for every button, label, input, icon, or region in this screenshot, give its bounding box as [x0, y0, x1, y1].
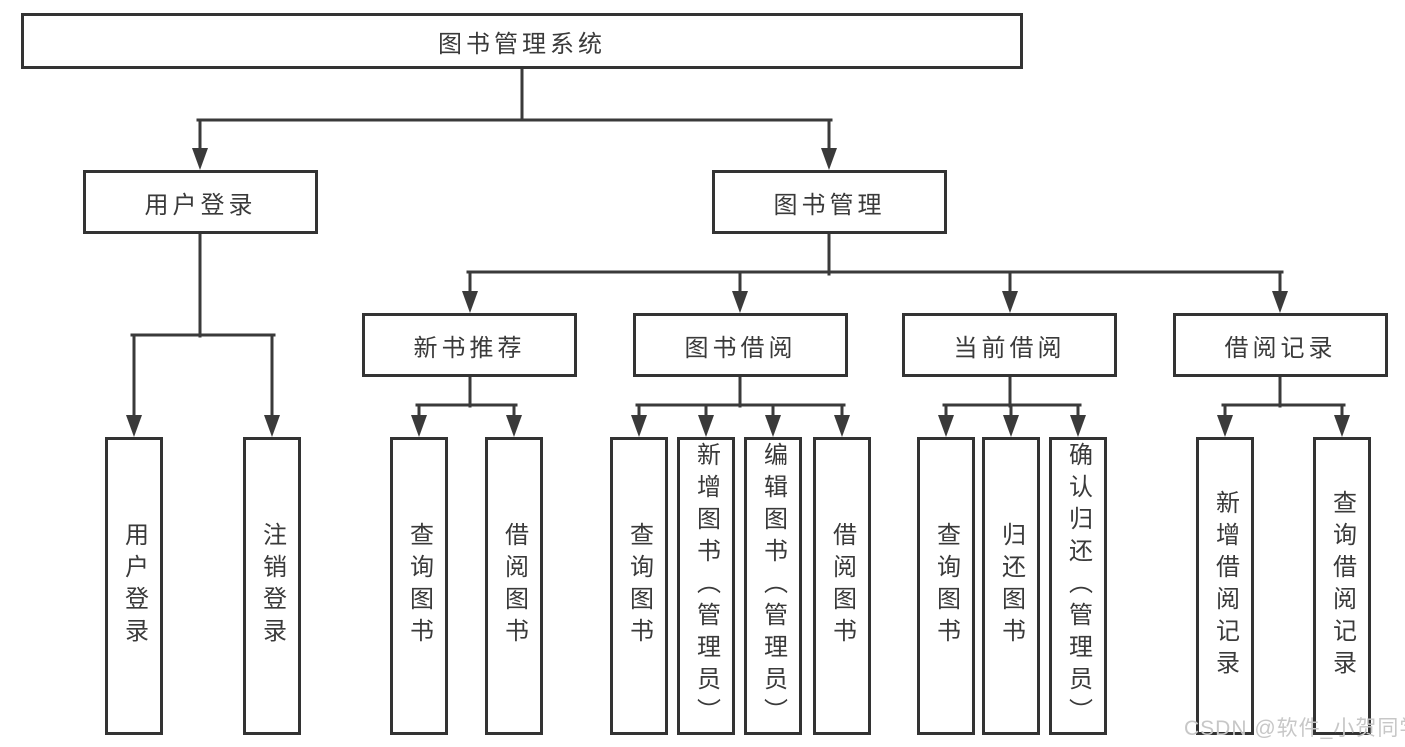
arrowhead [506, 415, 522, 437]
arrowhead [1002, 291, 1018, 313]
leaf-query-books-recommend: 查询图书 [390, 437, 448, 735]
arrowhead [938, 415, 954, 437]
leaf-query-borrow-record: 查询借阅记录 [1313, 437, 1371, 735]
node-user-login: 用户登录 [83, 170, 318, 234]
leaf-confirm-return-admin: 确认归还（管理员） [1049, 437, 1107, 735]
arrowhead [192, 148, 208, 170]
leaf-logout: 注销登录 [243, 437, 301, 735]
node-book-borrowing: 图书借阅 [633, 313, 848, 377]
arrowhead [821, 148, 837, 170]
arrowhead [1070, 415, 1086, 437]
arrowhead [834, 415, 850, 437]
arrowhead [462, 291, 478, 313]
leaf-user-login: 用户登录 [105, 437, 163, 735]
csdn-watermark: CSDN @软件_小贺同学 [1184, 717, 1405, 740]
leaf-borrow-books-recommend: 借阅图书 [485, 437, 543, 735]
leaf-add-books-admin: 新增图书（管理员） [677, 437, 735, 735]
arrowhead [1334, 415, 1350, 437]
arrowhead [698, 415, 714, 437]
leaf-add-borrow-record: 新增借阅记录 [1196, 437, 1254, 735]
arrowhead [264, 415, 280, 437]
arrowhead [732, 291, 748, 313]
arrowhead [126, 415, 142, 437]
leaf-return-books: 归还图书 [982, 437, 1040, 735]
leaf-edit-books-admin: 编辑图书（管理员） [744, 437, 802, 735]
arrowhead [1003, 415, 1019, 437]
node-new-book-recommend: 新书推荐 [362, 313, 577, 377]
arrowhead [765, 415, 781, 437]
node-book-management: 图书管理 [712, 170, 947, 234]
node-borrowing-records: 借阅记录 [1173, 313, 1388, 377]
connector-lines [130, 67, 1346, 420]
arrowhead [411, 415, 427, 437]
arrowhead [631, 415, 647, 437]
leaf-query-books-borrowing: 查询图书 [610, 437, 668, 735]
leaf-borrow-books-borrowing: 借阅图书 [813, 437, 871, 735]
leaf-query-books-current: 查询图书 [917, 437, 975, 735]
node-current-borrowing: 当前借阅 [902, 313, 1117, 377]
arrowhead [1272, 291, 1288, 313]
node-library-management-system: 图书管理系统 [21, 13, 1023, 69]
arrowhead [1217, 415, 1233, 437]
